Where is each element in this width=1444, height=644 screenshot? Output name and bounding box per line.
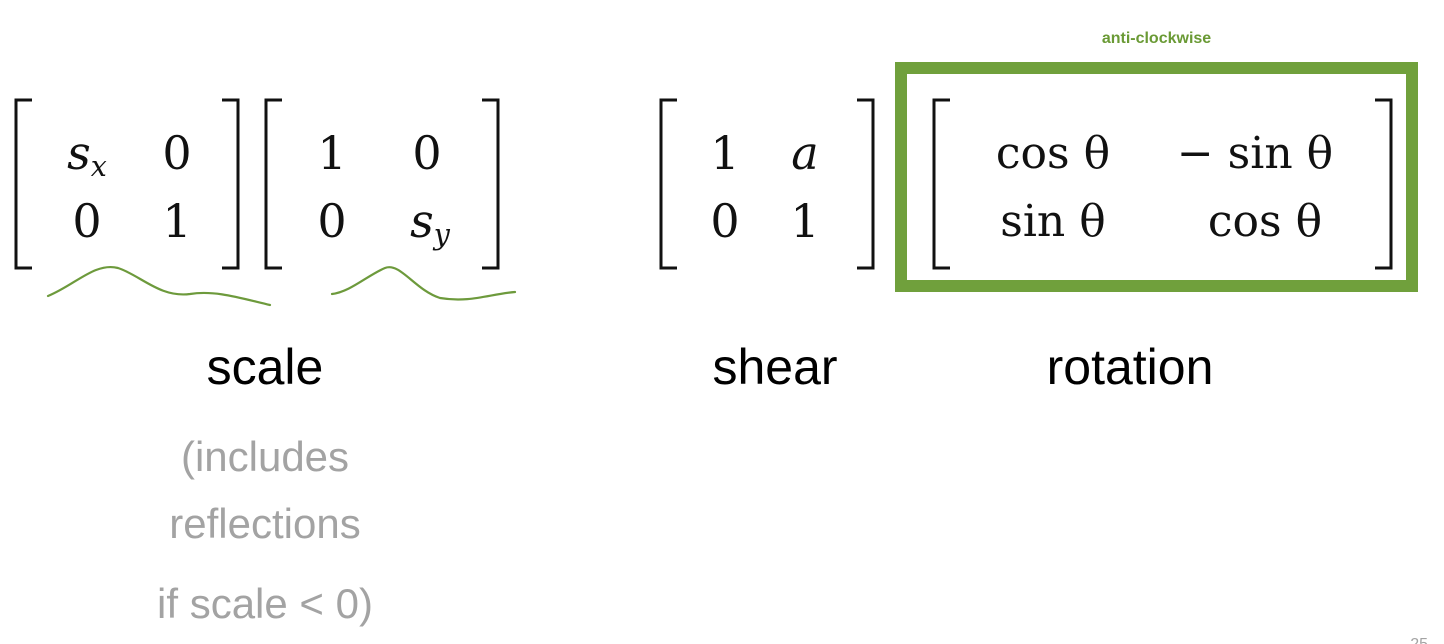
- rotation-label: rotation: [1046, 339, 1214, 395]
- right-bracket: [1375, 98, 1393, 270]
- matrix-cell: cos θ: [995, 128, 1111, 179]
- page-number: 25: [1410, 636, 1428, 644]
- scale-note-line: (includes: [180, 433, 350, 480]
- matrix-cell: cos θ: [1207, 196, 1323, 247]
- scale-y-matrix: 1 0 0 sy: [262, 98, 502, 270]
- shear-label: shear: [712, 339, 838, 395]
- scale-label: scale: [206, 339, 324, 395]
- matrix-cell: 0: [710, 194, 740, 248]
- right-bracket: [222, 98, 240, 270]
- left-bracket: [659, 98, 677, 270]
- rotation-highlight-box: [895, 62, 1418, 292]
- matrix-cell: 0: [412, 126, 442, 180]
- right-bracket: [857, 98, 875, 270]
- matrix-cell: 0: [317, 194, 347, 248]
- rotation-matrix: cos θ − sin θ sin θ cos θ: [930, 98, 1395, 270]
- left-bracket: [264, 98, 282, 270]
- matrix-cell: sin θ: [1000, 196, 1106, 247]
- matrix-cell: 0: [72, 194, 102, 248]
- scale-note-line: if scale < 0): [157, 580, 373, 627]
- scale-x-squiggle: [46, 265, 272, 307]
- right-bracket: [482, 98, 500, 270]
- rotation-direction-note: anti-clockwise: [1101, 30, 1212, 47]
- scale-x-matrix: sx 0 0 1: [12, 98, 242, 270]
- matrix-cell: 1: [790, 194, 820, 248]
- matrix-cell: sy: [410, 194, 450, 252]
- matrix-cell: 0: [162, 126, 192, 180]
- matrix-cell: − sin θ: [1176, 128, 1334, 179]
- matrix-cell: a: [791, 126, 819, 180]
- matrix-cell: 1: [317, 126, 347, 180]
- scale-note-line: reflections: [169, 500, 361, 547]
- matrix-cell: 1: [710, 126, 740, 180]
- matrix-cell: sx: [67, 126, 107, 184]
- left-bracket: [932, 98, 950, 270]
- matrix-cell: 1: [162, 194, 192, 248]
- scale-y-squiggle: [330, 266, 517, 301]
- left-bracket: [14, 98, 32, 270]
- shear-matrix: 1 a 0 1: [657, 98, 877, 270]
